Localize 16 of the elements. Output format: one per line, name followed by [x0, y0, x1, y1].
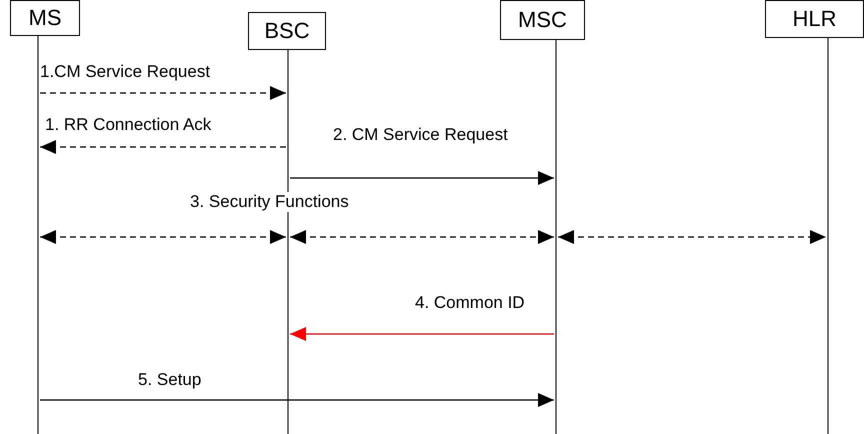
participant-box: MS: [10, 0, 80, 36]
message-arrow: [40, 393, 554, 407]
message-arrow: [290, 230, 554, 244]
message-arrow: [40, 140, 286, 154]
participant-box: MSC: [500, 0, 585, 40]
message-arrow: [558, 230, 826, 244]
message-arrow: [40, 86, 286, 100]
participant-box: BSC: [248, 12, 326, 50]
message-label: 2. CM Service Request: [333, 125, 508, 145]
message-arrow: [290, 171, 554, 185]
participant-box: HLR: [765, 0, 864, 38]
message-arrow: [290, 327, 554, 341]
message-label: 1.CM Service Request: [40, 62, 210, 82]
message-arrow: [40, 230, 286, 244]
message-label: 3. Security Functions: [190, 192, 349, 212]
message-label: 5. Setup: [138, 370, 202, 390]
